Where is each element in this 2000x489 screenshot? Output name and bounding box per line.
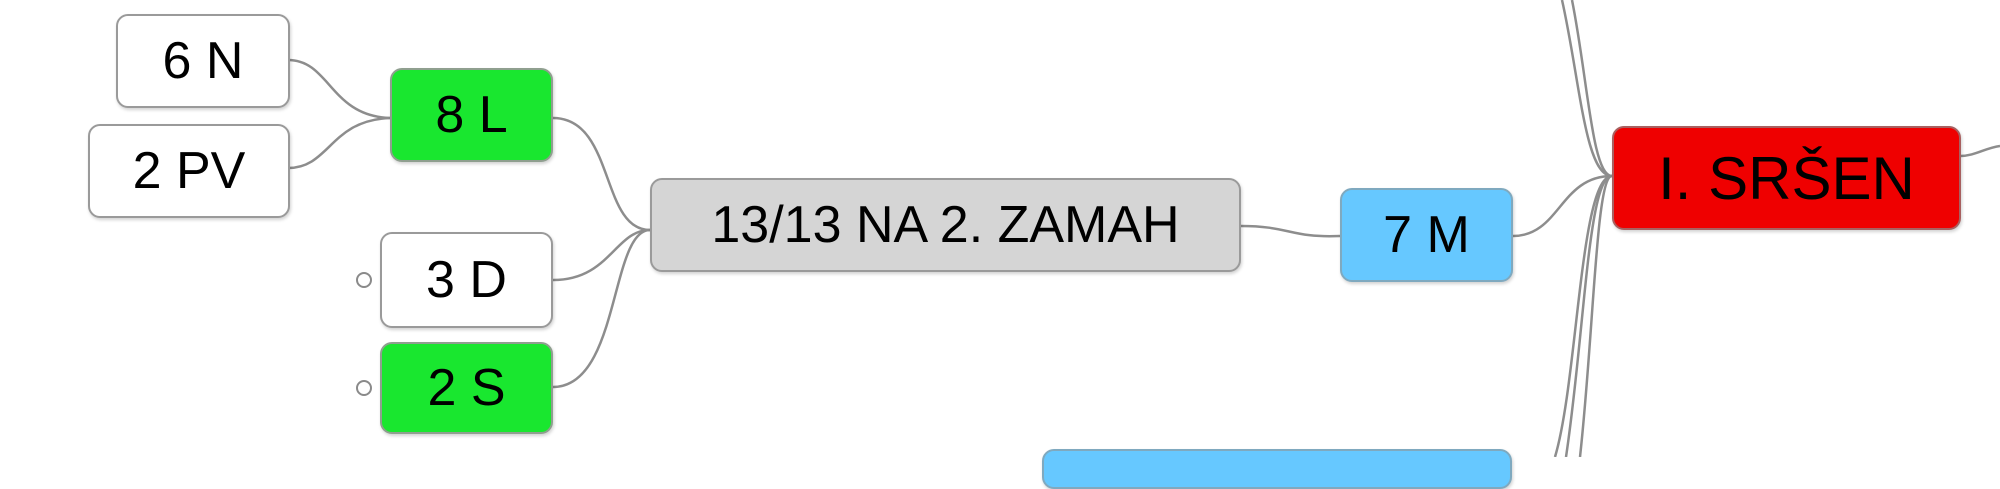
connector-3d-topic <box>552 228 651 282</box>
central-node-label: I. SRŠEN <box>1658 144 1915 212</box>
connector-central-up-1 <box>1560 0 1613 178</box>
leaf-node-2pv-label: 2 PV <box>132 142 246 200</box>
subtopic-node-2s-label: 2 S <box>427 359 506 417</box>
connector-central-down-3 <box>1553 174 1613 457</box>
connector-topic-7m <box>1240 224 1341 238</box>
connector-central-down-1 <box>1564 174 1613 457</box>
topic-node-label: 13/13 NA 2. ZAMAH <box>711 196 1180 254</box>
collapse-toggle-3d[interactable] <box>356 272 372 288</box>
branch-node-7m[interactable]: 7 M <box>1340 188 1513 282</box>
branch-node-7m-label: 7 M <box>1383 206 1470 264</box>
subtopic-node-8l[interactable]: 8 L <box>390 68 553 162</box>
connector-central-up-2 <box>1570 0 1613 178</box>
topic-node[interactable]: 13/13 NA 2. ZAMAH <box>650 178 1241 272</box>
central-node[interactable]: I. SRŠEN <box>1612 126 1961 230</box>
connector-central-down-2 <box>1578 174 1613 457</box>
subtopic-node-3d[interactable]: 3 D <box>380 232 553 328</box>
subtopic-node-2s[interactable]: 2 S <box>380 342 553 434</box>
connector-2pv-8l <box>287 116 391 170</box>
connector-6n-8l <box>287 58 391 120</box>
connector-8l-topic <box>552 116 651 232</box>
leaf-node-6n-label: 6 N <box>162 32 244 90</box>
subtopic-node-8l-label: 8 L <box>435 86 508 144</box>
connector-central-right <box>1959 144 2000 158</box>
collapse-toggle-2s[interactable] <box>356 380 372 396</box>
leaf-node-6n[interactable]: 6 N <box>116 14 290 108</box>
connector-2s-topic <box>552 228 651 389</box>
connector-7m-central <box>1512 174 1613 238</box>
partial-branch-node[interactable] <box>1042 449 1512 489</box>
subtopic-node-3d-label: 3 D <box>426 251 507 309</box>
leaf-node-2pv[interactable]: 2 PV <box>88 124 290 218</box>
mindmap-connectors <box>287 0 2000 457</box>
